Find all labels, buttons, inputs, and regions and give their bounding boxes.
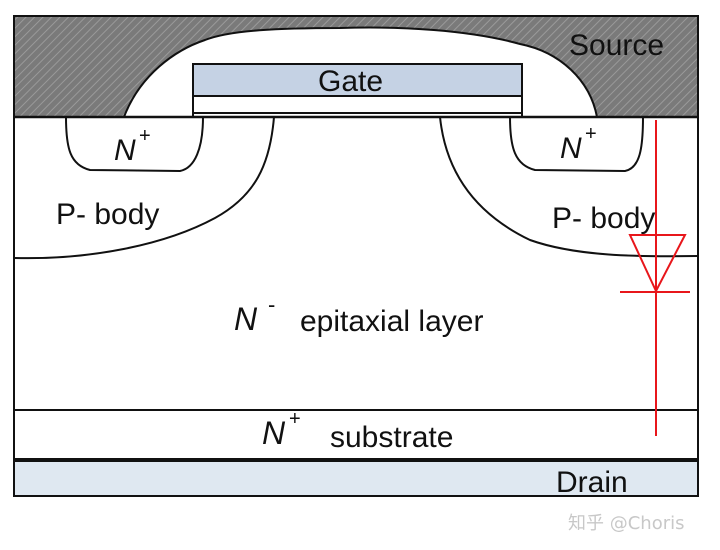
gate-poly — [192, 63, 523, 97]
gate-label: Gate — [318, 65, 383, 98]
n-plus-right — [509, 116, 644, 173]
epitaxial-layer-label: epitaxial layer — [300, 305, 483, 338]
n-plus-right-sup: + — [585, 123, 597, 145]
diode-triangle — [628, 234, 687, 294]
n-minus-letter: N — [234, 301, 258, 337]
substrate-label: substrate — [330, 421, 453, 454]
n-minus-sup: - — [268, 292, 275, 317]
drain-metal — [13, 460, 699, 497]
source-label: Source — [569, 29, 664, 62]
n-plus-substrate — [13, 409, 699, 460]
n-plus-right-letter: N — [560, 132, 582, 165]
source-metal — [13, 15, 699, 118]
p-body-left — [13, 116, 275, 260]
watermark: 知乎 @Choris — [568, 513, 685, 534]
body-diode — [620, 120, 690, 436]
n-plus-substrate-letter: N — [262, 415, 286, 451]
n-plus-left — [65, 116, 204, 173]
p-body-left-label: P- body — [56, 198, 159, 231]
drain-label: Drain — [556, 466, 628, 499]
p-body-right-label: P- body — [552, 202, 655, 235]
gate-oxide — [192, 95, 523, 114]
p-body-right — [439, 116, 699, 258]
n-plus-left-letter: N — [114, 134, 136, 167]
device-body — [13, 116, 699, 460]
n-plus-substrate-sup: + — [289, 408, 301, 430]
n-plus-left-sup: + — [139, 125, 151, 147]
